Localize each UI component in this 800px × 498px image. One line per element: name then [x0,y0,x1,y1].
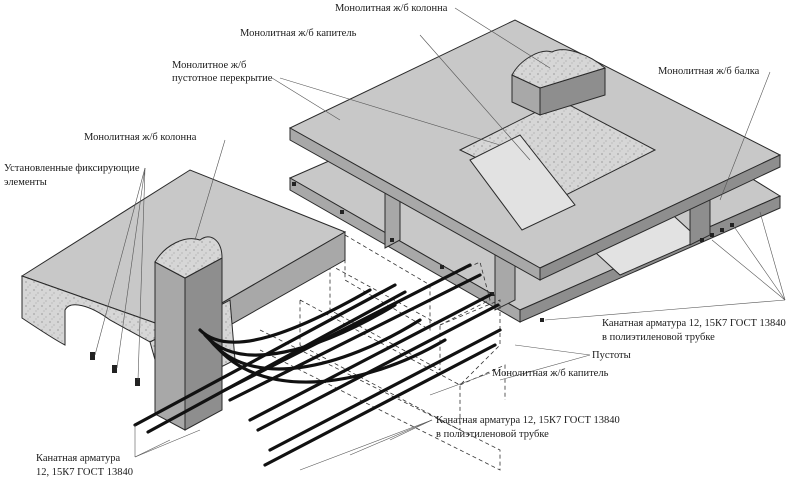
left-slab-front [21,275,177,346]
label-bottom-capital: Монолитная ж/б капитель [492,368,609,379]
upper-slab-front-right [539,154,781,281]
label-hollow-slab-line1: Монолитное ж/б [172,60,246,71]
label-beam: Монолитная ж/б балка [658,66,760,77]
fixing-elements [90,352,140,386]
label-cable-right-line1: Канатная арматура 12, 15К7 ГОСТ 13840 [602,318,786,329]
label-top-column: Монолитная ж/б колонна [335,3,448,14]
upper-anchors [292,182,734,322]
label-voids: Пустоты [592,350,631,361]
label-left-column: Монолитная ж/б колонна [84,132,197,143]
labels: Монолитная ж/б колонна Монолитная ж/б ка… [4,3,786,478]
lower-slab-assembly [20,169,502,467]
label-cable-middle-line1: Канатная арматура 12, 15К7 ГОСТ 13840 [436,415,620,426]
label-fixing-line2: элементы [4,177,47,188]
label-cable-right-line2: в полиэтиленовой трубке [602,332,715,343]
leader-lines [94,7,786,471]
label-fixing-line1: Установленные фиксирующие [4,163,140,174]
upper-slab-assembly [288,19,782,323]
label-cable-middle-line2: в полиэтиленовой трубке [436,429,549,440]
upper-slab-cutout [469,134,576,231]
label-top-capital: Монолитная ж/б капитель [240,28,357,39]
label-cable-left-line1: Канатная арматура [36,453,121,464]
void-outlines [259,234,506,471]
left-column-top [154,236,223,279]
label-cable-left-line2: 12, 15К7 ГОСТ 13840 [36,467,133,478]
upper-column-top [511,49,607,89]
cables [133,263,502,467]
label-hollow-slab-line2: пустотное перекрытие [172,73,273,84]
